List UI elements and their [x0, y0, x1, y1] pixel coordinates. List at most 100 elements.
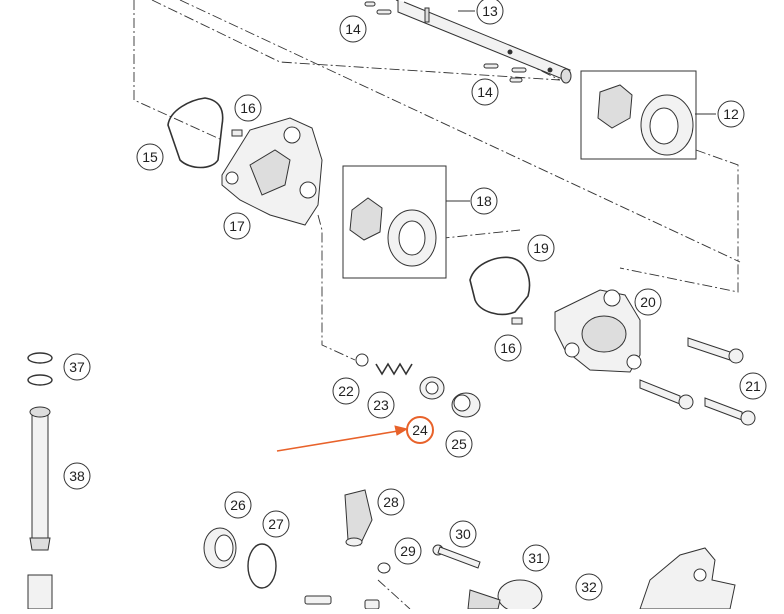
misc-bottom-bolts	[304, 595, 380, 610]
callout-number: 13	[482, 3, 498, 19]
callout-number: 24	[412, 422, 428, 438]
callout-circle	[262, 510, 290, 538]
callout-circle	[470, 187, 498, 215]
callout-circle	[339, 15, 367, 43]
callout-number: 31	[528, 550, 544, 566]
callout-number: 27	[268, 516, 284, 532]
callout-c22: 22	[332, 377, 360, 405]
callout-c17: 17	[223, 212, 251, 240]
callout-c13: 13	[476, 0, 504, 25]
part-31-assembly	[467, 579, 543, 613]
callout-c38: 38	[63, 462, 91, 490]
part-28-sensor	[344, 489, 373, 547]
callout-circle	[445, 430, 473, 458]
callout-number: 28	[383, 494, 399, 510]
callout-number: 16	[240, 100, 256, 116]
callout-c27: 27	[262, 510, 290, 538]
callout-circle	[476, 0, 504, 25]
callout-circle	[717, 100, 745, 128]
part-12-gear-set	[580, 70, 697, 160]
callout-circle	[377, 488, 405, 516]
callout-circle	[234, 94, 262, 122]
callout-c14a: 14	[339, 15, 367, 43]
callout-number: 22	[338, 383, 354, 399]
callout-number: 32	[581, 579, 597, 595]
callout-number: 38	[69, 468, 85, 484]
callout-number: 15	[142, 149, 158, 165]
callout-c32: 32	[575, 573, 603, 601]
part-38-oil-tube	[27, 406, 53, 610]
callout-c18: 18	[470, 187, 498, 215]
part-32-bracket	[639, 547, 736, 610]
callout-number: 12	[723, 106, 739, 122]
part-19-gasket	[469, 256, 531, 316]
callout-number: 26	[230, 497, 246, 513]
callout-circle	[634, 288, 662, 316]
callout-circle	[367, 391, 395, 419]
callout-number: 18	[476, 193, 492, 209]
part-13-shaft	[397, 0, 572, 84]
part-37-o-rings	[27, 352, 53, 386]
callout-c23: 23	[367, 391, 395, 419]
callout-c21: 21	[739, 372, 767, 400]
callout-circle	[449, 520, 477, 548]
callout-c28: 28	[377, 488, 405, 516]
part-20-pump-cover	[554, 289, 642, 373]
callout-circle	[136, 143, 164, 171]
callout-circle	[494, 334, 522, 362]
part-23-spring	[375, 362, 413, 376]
part-18-rotor-set	[342, 165, 447, 279]
callout-number: 23	[373, 397, 389, 413]
callout-leaders	[446, 10, 716, 202]
callout-number: 25	[451, 436, 467, 452]
callout-circle	[575, 573, 603, 601]
callout-labels: 12 13 14 14 15 16 16 17 18 19 20 21 22 23 24 25 26 27 28 29…	[63, 0, 767, 601]
callout-circle	[471, 78, 499, 106]
callout-c29: 29	[394, 537, 422, 565]
callout-c24: 24	[406, 416, 434, 444]
part-22-ball	[355, 353, 369, 367]
callout-circle	[394, 537, 422, 565]
callout-circle	[332, 377, 360, 405]
callout-number: 19	[533, 240, 549, 256]
callout-c15: 15	[136, 143, 164, 171]
callout-number: 14	[345, 21, 361, 37]
callout-c19: 19	[527, 234, 555, 262]
part-15-gasket	[167, 97, 224, 169]
callout-number: 17	[229, 218, 245, 234]
callout-circle	[406, 416, 434, 444]
callout-c31: 31	[522, 544, 550, 572]
callout-c14b: 14	[471, 78, 499, 106]
part-26-seal	[203, 527, 237, 569]
highlight-arrow	[276, 425, 409, 452]
callout-number: 37	[69, 359, 85, 375]
callout-number: 21	[745, 378, 761, 394]
part-14-pins	[364, 1, 527, 83]
callout-circle	[522, 544, 550, 572]
callout-circle	[63, 353, 91, 381]
callout-number: 16	[500, 340, 516, 356]
callout-c12: 12	[717, 100, 745, 128]
callout-circle	[63, 462, 91, 490]
part-27-circlip	[247, 543, 277, 589]
part-25-plug	[451, 392, 481, 418]
part-17-pump-housing	[221, 117, 323, 226]
callout-c37: 37	[63, 353, 91, 381]
part-29-ring	[377, 562, 391, 574]
callout-c26: 26	[224, 491, 252, 519]
callout-circle	[224, 491, 252, 519]
callout-circle	[223, 212, 251, 240]
callout-c16b: 16	[494, 334, 522, 362]
callout-c30: 30	[449, 520, 477, 548]
callout-circle	[739, 372, 767, 400]
callout-number: 14	[477, 84, 493, 100]
callout-c20: 20	[634, 288, 662, 316]
callout-c16a: 16	[234, 94, 262, 122]
callout-number: 20	[640, 294, 656, 310]
callout-number: 30	[455, 526, 471, 542]
part-16-pin-lower	[511, 317, 523, 325]
part-30-bolt	[432, 544, 481, 569]
part-21-bolts	[639, 337, 756, 426]
